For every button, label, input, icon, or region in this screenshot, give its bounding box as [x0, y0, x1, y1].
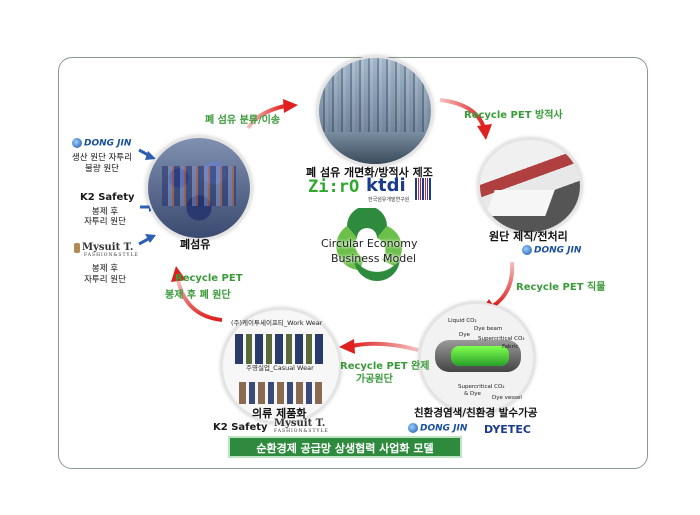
arrow-top-to-right [439, 98, 492, 140]
arrow-label-top-to-right: Recycle PET 방적사 [464, 110, 563, 121]
weaving-image [478, 138, 582, 234]
center-title-line1: Circular Economy [321, 237, 418, 250]
arrow-bottom-right-to-bottom-left [339, 339, 419, 354]
dye-label-scco2: Supercritical CO₂ [478, 336, 525, 342]
arrow-left-to-top [246, 99, 298, 130]
ktdi-sub: 한국섬유개발연구원 [368, 197, 410, 203]
dyeing-image [419, 302, 535, 414]
k2-desc-2: 자투리 원단 [84, 217, 126, 227]
ktdi-stripes [415, 178, 431, 200]
mysuit-logo-left: Mysuit T. FASHION&STYLE [74, 242, 139, 258]
footer-banner: 순환경제 공급망 상생협력 사업화 모델 [228, 436, 462, 458]
dye-label-liquid-co2: Liquid CO₂ [448, 318, 477, 324]
mysuit-sub-left: FASHION&STYLE [84, 253, 139, 258]
mysuit-desc-2: 자투리 원단 [84, 275, 126, 285]
dongjin-globe-icon [408, 423, 418, 433]
dye-label-fabric: Fabric [502, 344, 519, 350]
clothing-caption-casual: 주영실업_Casual Wear [246, 364, 314, 372]
arrow-label-bottom-left-to-left-1: Recycle PET [175, 273, 243, 284]
dye-label-dye: Dye [459, 332, 470, 338]
mysuit-icon [74, 242, 80, 253]
mysuit-sub-bottom: FASHION&STYLE [274, 429, 329, 434]
arrow-label-right-to-bottom-right: Recycle PET 직물 [516, 282, 606, 293]
arrow-label-left-to-top: 폐 섬유 분류/이송 [205, 115, 281, 126]
circular-economy-logo [336, 208, 402, 281]
dongjin-logo-bottom: DONG JIN [408, 423, 467, 434]
dongjin-desc-2: 불량 원단 [85, 164, 119, 174]
ktdi-logo: ktdi [366, 175, 406, 196]
node-label-top: 폐 섬유 개면화/방적사 제조 [306, 166, 433, 179]
dongjin-globe-icon [522, 245, 532, 255]
dongjin-desc-1: 생산 원단 자투리 [71, 153, 133, 163]
node-label-bottom-left: 의류 제품화 [252, 407, 307, 420]
spinning-image [317, 56, 433, 166]
mysuit-logo-bottom: Mysuit T. FASHION&STYLE [274, 418, 329, 434]
k2-logo-left: K2 Safety [80, 192, 135, 203]
dongjin-globe-icon [72, 138, 82, 148]
dyetec-logo: DYETEC [484, 423, 531, 436]
waste-fiber-image [146, 136, 252, 240]
clothing-image [221, 308, 341, 424]
dye-label-dye-beam: Dye beam [474, 326, 503, 332]
dongjin-logo-right: DONG JIN [522, 245, 581, 256]
dye-label-scco2-dye: Supercritical CO₂ [458, 384, 505, 390]
dye-label-and-dye: & Dye [464, 391, 481, 397]
k2-desc-1: 봉제 후 [91, 207, 119, 217]
arrow-label-bottom-left-to-left-2: 봉제 후 폐 원단 [165, 290, 231, 301]
dye-label-vessel: Dye vessel [492, 395, 522, 401]
node-label-left: 폐섬유 [180, 238, 211, 251]
arrow-bottom-left-to-left [171, 266, 223, 322]
dongjin-logo-left: DONG JIN [72, 138, 131, 149]
ziro-logo: Zi:rO [308, 177, 360, 197]
node-label-right: 원단 제직/전처리 [489, 230, 568, 243]
center-title-line2: Business Model [331, 252, 417, 265]
arrow-label-bottom-right-to-bottom-left-1: Recycle PET 완제 [340, 361, 430, 372]
k2-logo-bottom: K2 Safety [213, 422, 268, 433]
node-label-bottom-right: 친환경염색/친환경 발수가공 [414, 407, 538, 419]
arrow-label-bottom-right-to-bottom-left-2: 가공원단 [356, 374, 393, 385]
clothing-caption-work: (주)케이투세이프티_Work Wear [231, 319, 323, 327]
mysuit-desc-1: 봉제 후 [91, 264, 119, 274]
